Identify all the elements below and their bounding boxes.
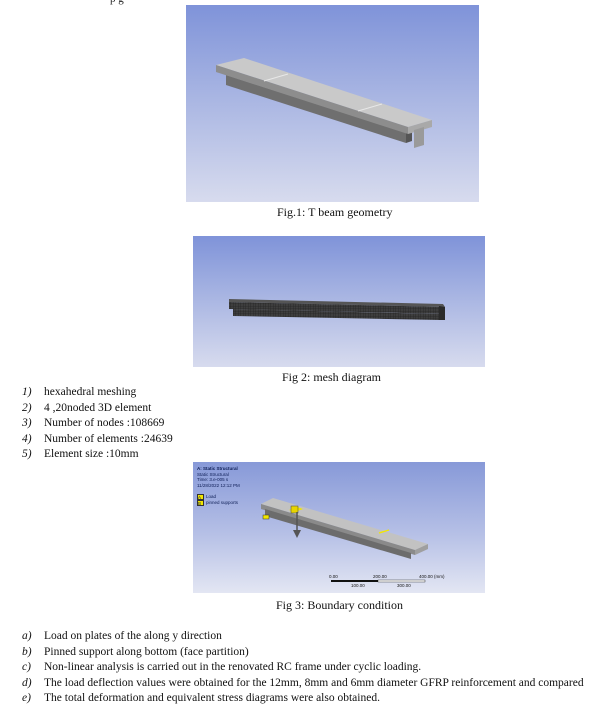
boundary-condition-render xyxy=(261,498,428,583)
list-item: c)Non-linear analysis is carried out in … xyxy=(22,661,422,673)
figure-2-caption: Fig 2: mesh diagram xyxy=(282,370,381,384)
t-beam-render xyxy=(216,58,432,148)
figure-3-image: A: Static Structural Static Structural T… xyxy=(193,462,485,593)
list-item: 3)Number of nodes :108669 xyxy=(22,417,165,429)
list-item: 2)4 ,20noded 3D element xyxy=(22,401,152,414)
scale-label-400: 400.00 (mm) xyxy=(419,574,445,579)
list-item: d)The load deflection values were obtain… xyxy=(22,676,584,689)
mesh-properties-list: 1)hexahedral meshing 2)4 ,20noded 3D ele… xyxy=(22,385,173,463)
figure-2-image xyxy=(193,236,485,367)
figure-1-caption: Fig.1: T beam geometry xyxy=(277,205,393,219)
list-item: 4)Number of elements :24639 xyxy=(22,432,173,445)
list-item: 5)Element size :10mm xyxy=(22,448,139,460)
list-item: e)The total deformation and equivalent s… xyxy=(22,692,380,704)
list-item: b)Pinned support along bottom (face part… xyxy=(22,645,249,658)
scale-label-300: 300.00 xyxy=(397,583,411,588)
figure-1-image xyxy=(186,5,479,202)
scale-label-200: 200.00 xyxy=(373,574,387,579)
boundary-conditions-list: a)Load on plates of the along y directio… xyxy=(22,629,584,707)
legend-key: B xyxy=(197,500,204,507)
list-item: a)Load on plates of the along y directio… xyxy=(22,630,222,642)
legend-key: A xyxy=(197,494,204,500)
figure-3-caption: Fig 3: Boundary condition xyxy=(276,598,403,612)
list-item: 1)hexahedral meshing xyxy=(22,386,137,398)
mesh-render xyxy=(229,299,445,320)
scale-label-0: 0.00 xyxy=(329,574,338,579)
analysis-header: A: Static Structural Static Structural T… xyxy=(197,466,240,488)
scale-label-100: 100.00 xyxy=(351,583,365,588)
top-text-fragment: p g xyxy=(110,0,124,5)
